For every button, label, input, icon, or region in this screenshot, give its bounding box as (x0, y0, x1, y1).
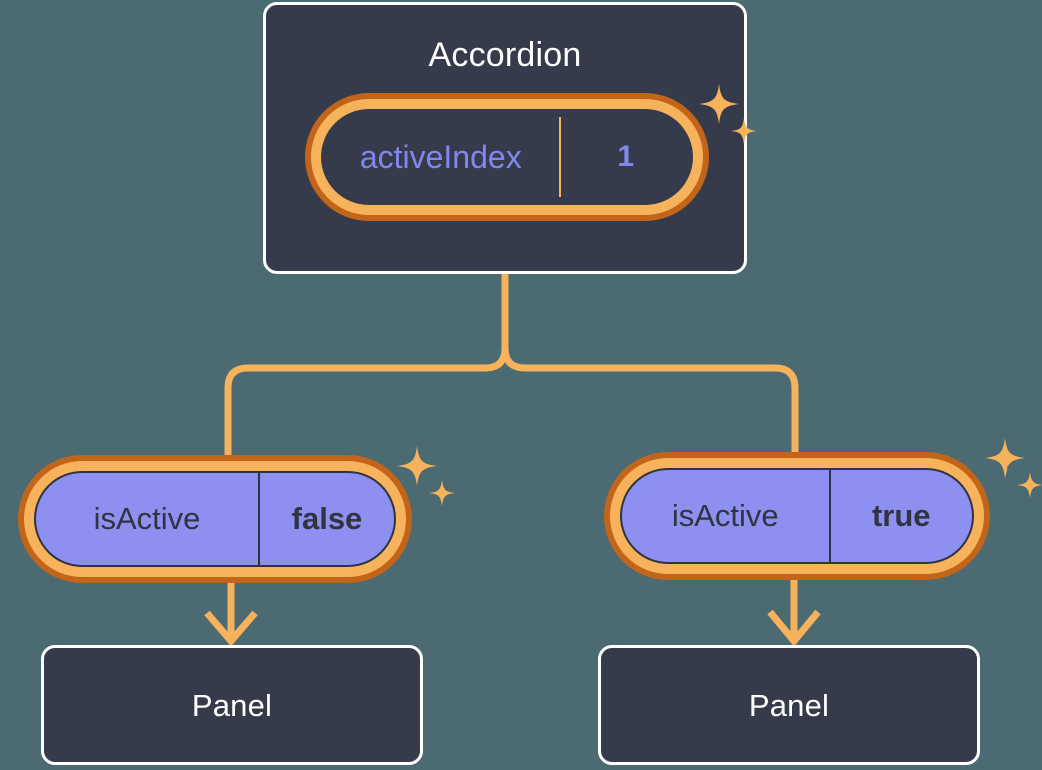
panel-box-left[interactable]: Panel (41, 645, 423, 765)
pill-body: isActive true (620, 468, 974, 564)
four-point-star-small-icon (1017, 472, 1042, 498)
pill-divider (257, 473, 260, 565)
arrow-left-pill-to-panel (204, 583, 258, 647)
state-pill-is-active-left[interactable]: isActive false (18, 455, 412, 583)
state-key-label: isActive (93, 501, 201, 536)
state-key-label: isActive (671, 498, 779, 533)
state-value-label: true (871, 498, 931, 533)
panel-title-left: Panel (191, 687, 273, 723)
arrow-right-pill-to-panel (767, 580, 821, 647)
state-key-label: activeIndex (359, 138, 522, 175)
four-point-star-icon (985, 438, 1025, 478)
panel-title-right: Panel (748, 687, 830, 723)
state-value-label: false (291, 501, 363, 536)
panel-box-right[interactable]: Panel (598, 645, 980, 765)
state-pill-is-active-right[interactable]: isActive true (604, 452, 990, 580)
accordion-title: Accordion (428, 36, 582, 74)
state-pill-active-index[interactable]: activeIndex 1 (305, 93, 709, 221)
pill-divider (828, 470, 831, 562)
four-point-star-small-icon (429, 480, 455, 506)
tree-split-connector (224, 274, 799, 455)
pill-body: isActive false (34, 471, 396, 567)
pill-body: activeIndex 1 (321, 109, 693, 205)
state-value-label: 1 (617, 140, 635, 173)
pill-divider (558, 117, 561, 197)
